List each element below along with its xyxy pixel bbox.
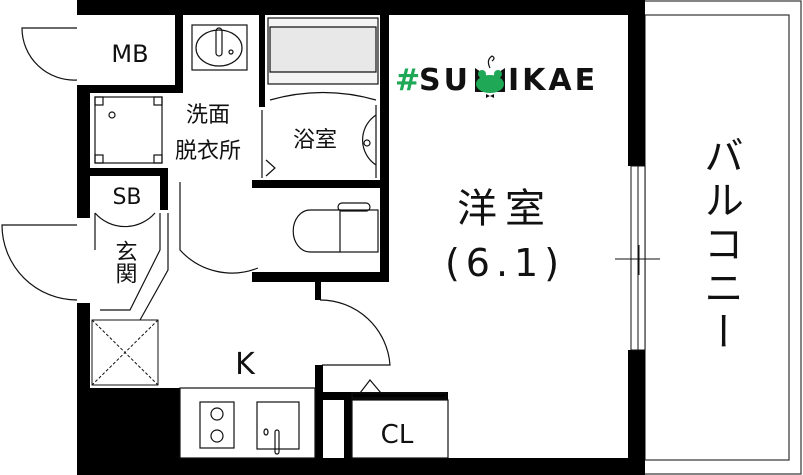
fridge-space	[91, 319, 159, 386]
label-closet: CL	[381, 420, 414, 450]
kitchen-counter	[179, 387, 316, 459]
svg-text:#: #	[395, 63, 423, 98]
walls	[77, 0, 645, 475]
toilet	[292, 202, 379, 253]
svg-text:SU: SU	[419, 63, 471, 98]
doors	[1, 27, 391, 366]
sink	[256, 401, 300, 450]
label-balcony: バルコニー	[697, 135, 743, 355]
label-kitchen: K	[235, 347, 256, 382]
label-bathroom: 浴室	[293, 128, 337, 153]
svg-text:IKAE: IKAE	[508, 63, 598, 98]
label-mb: MB	[111, 40, 148, 68]
label-entrance: 玄関	[112, 240, 137, 284]
label-washroom-1: 洗面	[186, 103, 230, 128]
label-western-room: 洋室	[457, 186, 553, 232]
bathtub	[267, 17, 379, 178]
label-washroom-2: 脱衣所	[175, 139, 241, 164]
frog-icon	[475, 55, 505, 98]
label-sb: SB	[112, 185, 141, 210]
washbasin	[191, 24, 248, 71]
label-western-room-size: (6.1)	[445, 241, 565, 285]
stove	[199, 401, 235, 449]
balcony-window	[615, 165, 660, 351]
washing-machine-space	[94, 96, 163, 164]
closet	[351, 379, 449, 459]
sumikae-logo: # SU IKAE	[395, 55, 598, 98]
